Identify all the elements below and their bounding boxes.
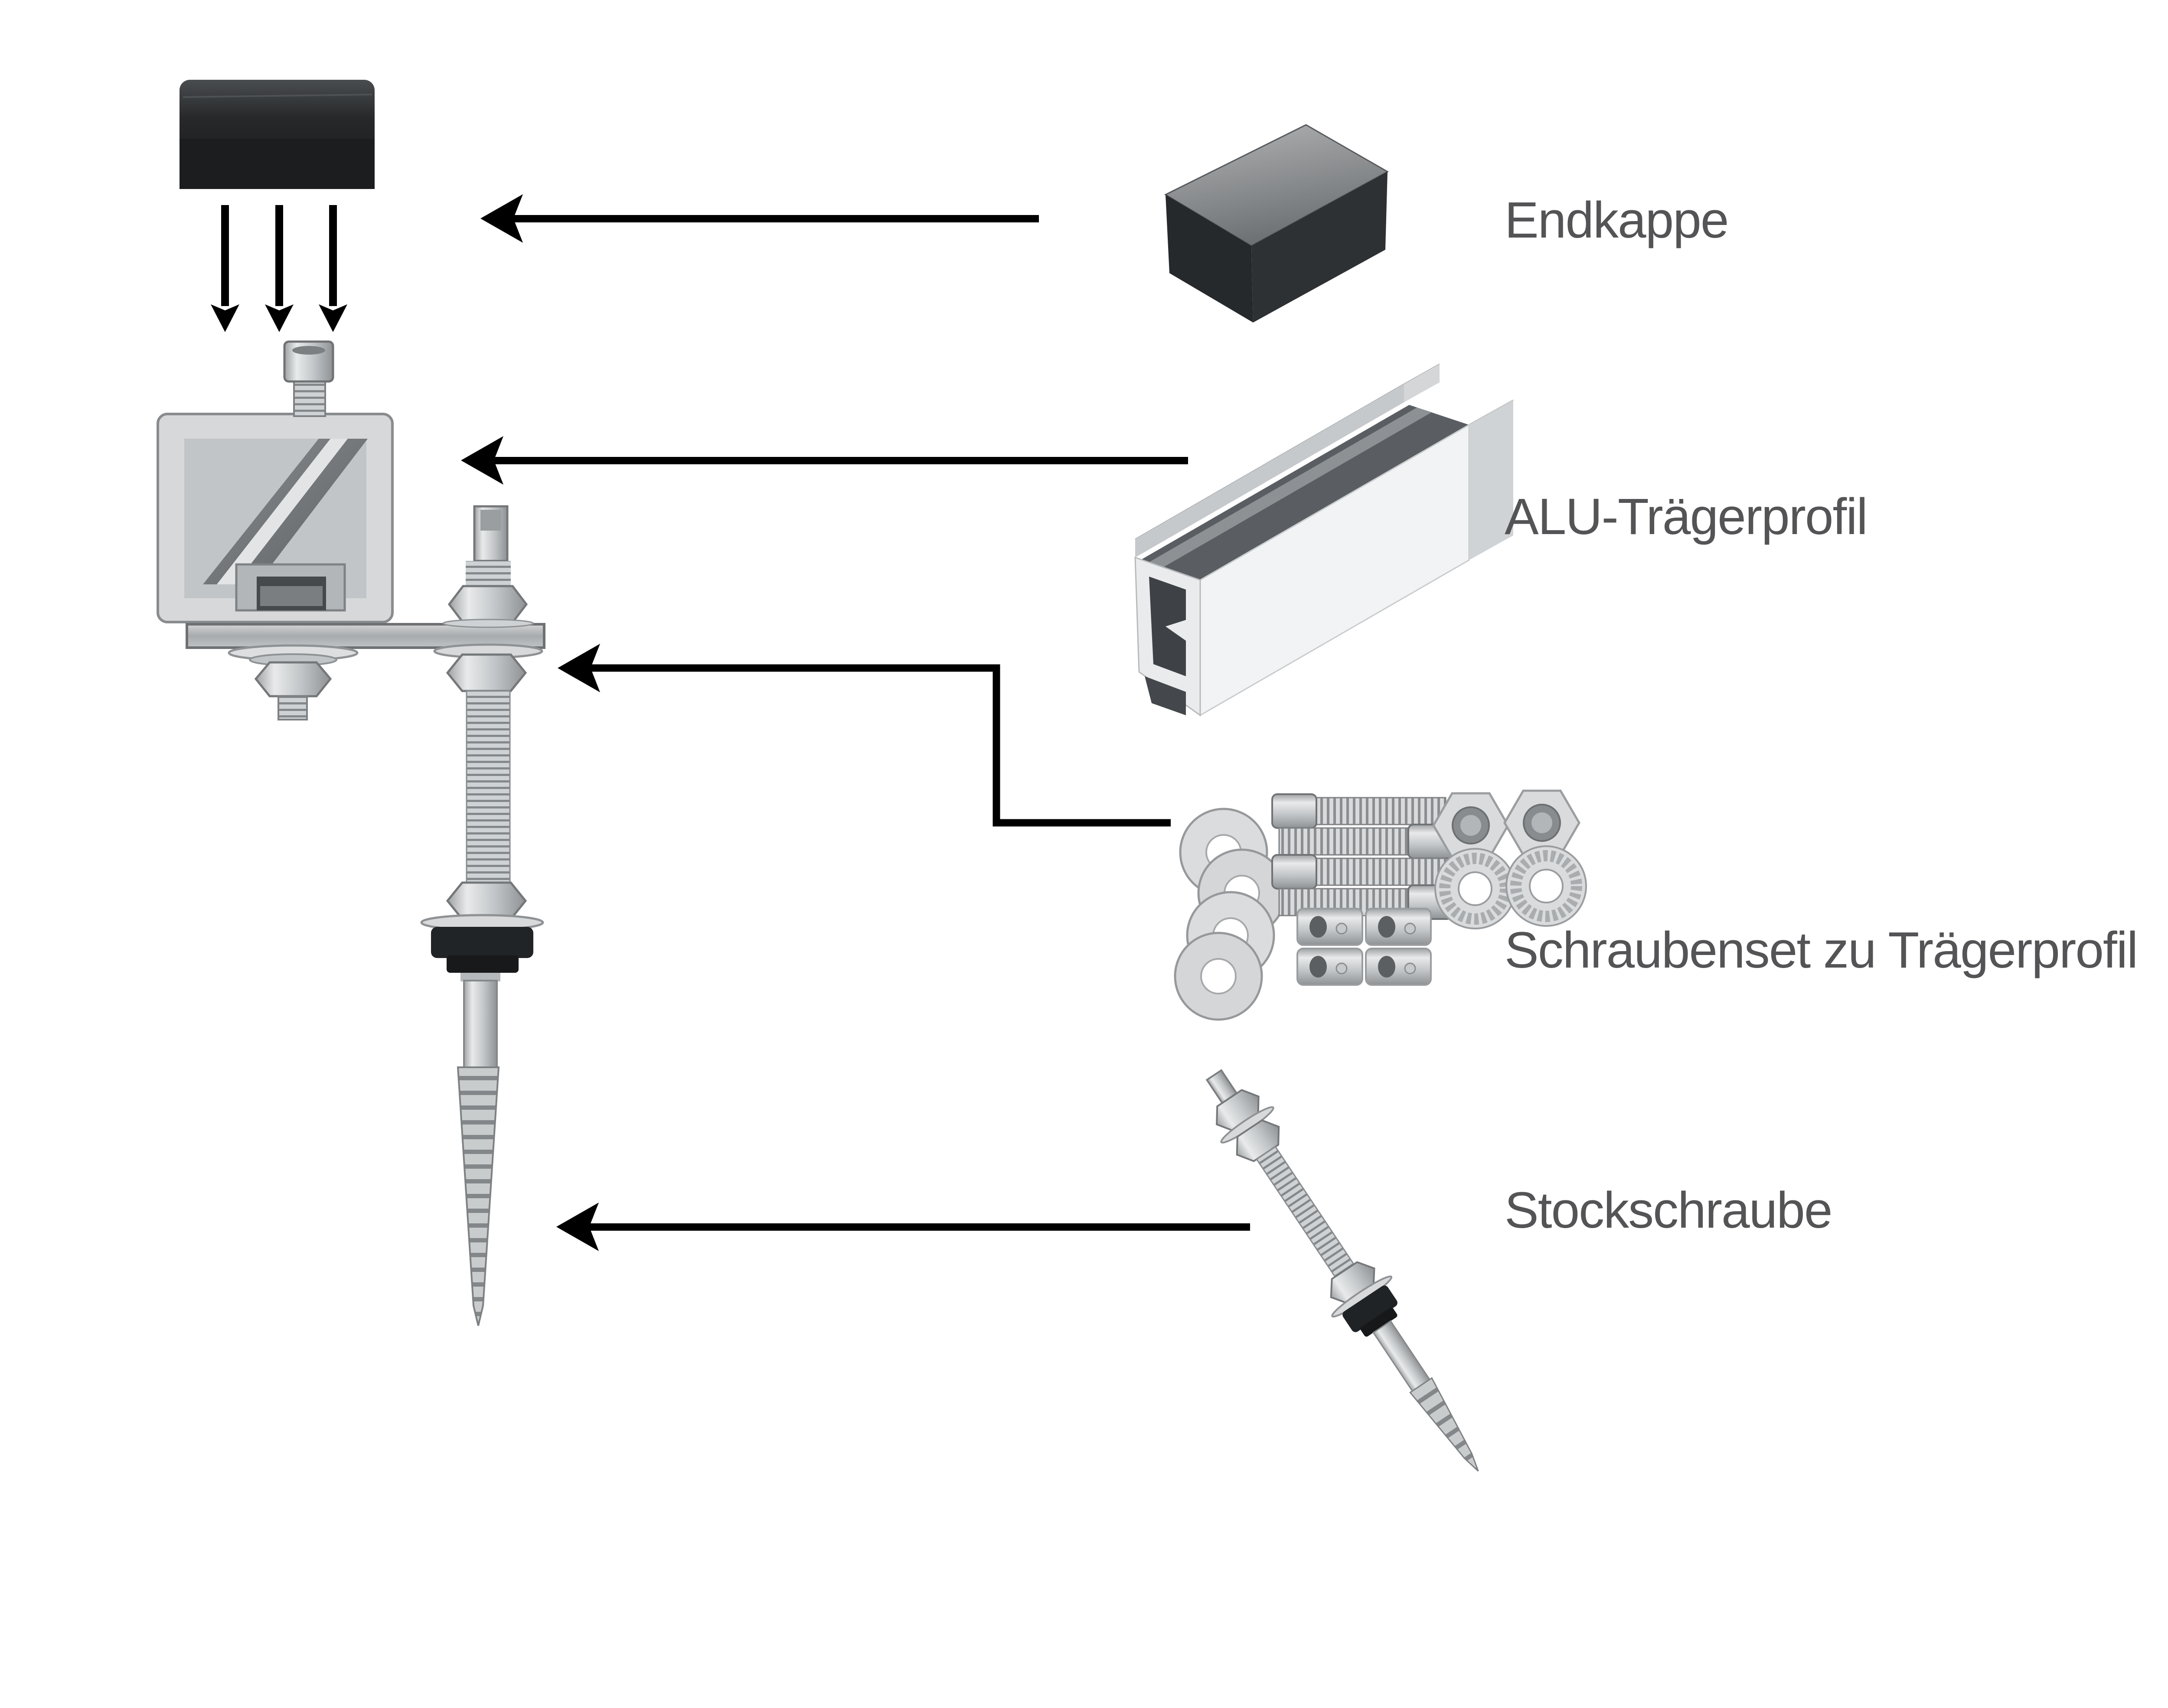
wood-screw-thread — [457, 1066, 500, 1326]
hex-nut — [254, 661, 332, 698]
slot-nuts — [1296, 908, 1432, 986]
serrated-washers — [1434, 845, 1587, 929]
arrow-schraubenset — [558, 644, 1171, 827]
screw-stub — [278, 695, 308, 720]
wood-screw-thread — [1409, 1377, 1479, 1472]
label-alu-traegerprofil: ALU-Trägerprofil — [1505, 488, 1868, 545]
stockschraube-photo — [1205, 1069, 1479, 1472]
down-arrow-icon — [221, 205, 229, 306]
callout-arrows — [461, 194, 1250, 1251]
end-cap-seam — [183, 94, 372, 98]
down-arrow-icon — [275, 205, 283, 306]
label-schraubenset: Schraubenset zu Trägerprofil — [1505, 922, 2138, 979]
arrow-alu-traegerprofil — [461, 436, 1188, 485]
cap-screw-thread — [293, 377, 326, 417]
bolt-shank — [463, 980, 498, 1068]
end-cap-top-photo — [180, 80, 375, 189]
threaded-rod — [1256, 1146, 1355, 1277]
flow-arrows-down — [211, 205, 347, 332]
threaded-rod — [466, 690, 511, 885]
arrow-stockschraube — [556, 1203, 1250, 1251]
socket-screws — [1271, 793, 1453, 920]
alu-profile-photo — [1134, 363, 1514, 717]
flange-nuts — [1432, 789, 1580, 859]
bolt-shank — [1372, 1320, 1431, 1392]
schraubenset-photo — [1174, 789, 1587, 1021]
label-stockschraube: Stockschraube — [1505, 1182, 1833, 1239]
label-endkappe: Endkappe — [1505, 192, 1729, 249]
washers — [1174, 808, 1286, 1021]
hex-nut — [446, 653, 527, 692]
arrowhead-left-icon — [480, 194, 523, 243]
arrowhead-left-icon — [556, 1203, 599, 1251]
arrowhead-left-icon — [461, 436, 503, 485]
assembly-photo — [157, 340, 545, 1326]
hex-nut — [447, 585, 528, 624]
arrow-endkappe — [480, 194, 1039, 243]
hex-nut — [446, 881, 527, 920]
rubber-seal — [431, 927, 533, 958]
arrowhead-left-icon — [558, 644, 600, 692]
down-arrow-icon — [329, 205, 337, 306]
rubber-seal — [1342, 1285, 1397, 1332]
endkappe-photo — [1164, 124, 1389, 323]
